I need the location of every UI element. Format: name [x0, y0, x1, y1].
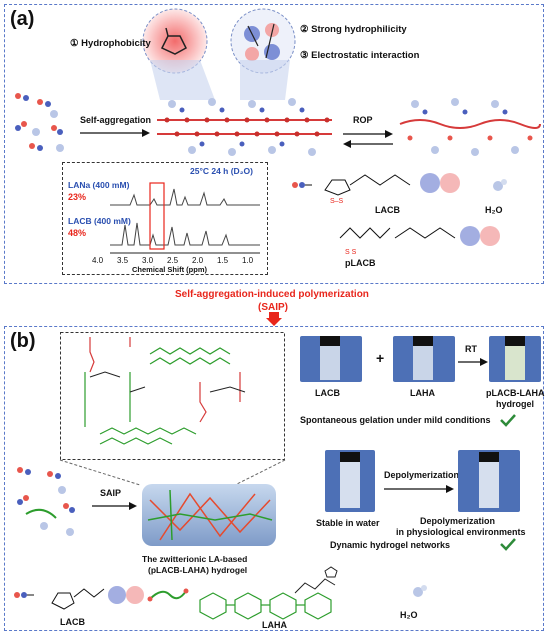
photo-label-product-2: hydrogel — [496, 399, 535, 409]
saip-title: Self-aggregation-induced polymerization — [175, 289, 369, 300]
lana-label: LANa (400 mM) — [68, 180, 130, 190]
depol-desc-1: Depolymerization — [420, 516, 496, 526]
photo-label-lacb: LACB — [315, 388, 340, 398]
saip-arrow — [92, 502, 137, 510]
photo-label-laha: LAHA — [410, 388, 435, 398]
legend-lacb-label: LACB — [375, 205, 400, 215]
monomer-cluster-b — [17, 467, 75, 536]
stable-text: Stable in water — [316, 518, 380, 528]
lacb-nmr-label: LACB (400 mM) — [68, 216, 131, 226]
lacb-structure: S–S — [292, 173, 460, 205]
rt-label: RT — [465, 344, 477, 354]
laha-structure — [199, 566, 338, 620]
mechanism-1: ① Hydrophobicity — [70, 38, 151, 49]
hydrogel-caption-2: (pLACB-LAHA) hydrogel — [148, 565, 248, 575]
nmr-tick-3: 2.5 — [167, 256, 179, 265]
lacb-percent: 48% — [68, 228, 87, 238]
panel-a — [4, 4, 544, 284]
hydrophilic-bubble — [230, 8, 296, 74]
bottom-h2o-label: H₂O — [400, 610, 418, 620]
bottom-lacb-label: LACB — [60, 617, 85, 627]
network-structure-inset — [60, 332, 285, 460]
saip-arrow-label: SAIP — [100, 488, 122, 498]
vial-hydrogel — [505, 336, 525, 380]
bottom-laha-label: LAHA — [262, 620, 287, 630]
nmr-condition: 25°C 24 h (D₂O) — [190, 166, 253, 176]
monomer-cluster-a — [15, 93, 64, 152]
dynamic-text: Dynamic hydrogel networks — [330, 540, 451, 550]
polymer-chain — [399, 98, 541, 156]
vial-laha — [413, 336, 433, 380]
legend-h2o-label: H₂O — [485, 205, 503, 215]
mechanism-2: ② Strong hydrophilicity — [300, 24, 407, 35]
vial-lacb — [320, 336, 340, 380]
self-aggregation-label: Self-aggregation — [80, 115, 152, 125]
self-aggregation-arrow — [80, 129, 150, 137]
rt-arrow — [458, 358, 488, 366]
plus-sign: + — [376, 350, 385, 366]
panel-a-label: (a) — [10, 8, 35, 30]
zoom-cone-left — [150, 60, 290, 100]
hydrophobic-bubble — [142, 8, 208, 74]
nmr-xlabel: Chemical Shift (ppm) — [132, 265, 208, 274]
photo-label-product-1: pLACB-LAHA — [486, 388, 545, 398]
laha-chain-icon — [147, 588, 189, 602]
panel-b-label: (b) — [10, 330, 36, 352]
bottom-lacb-structure — [14, 586, 144, 610]
nmr-tick-4: 2.0 — [192, 256, 204, 265]
check-icon-1 — [500, 414, 516, 427]
legend-placb-label: pLACB — [345, 258, 376, 268]
nmr-tick-1: 3.5 — [117, 256, 129, 265]
nmr-tick-0: 4.0 — [92, 256, 104, 265]
saip-down-arrow — [266, 312, 282, 326]
depol-desc-2: in physiological environments — [396, 527, 526, 537]
vial-depolymerized — [479, 452, 499, 508]
hydrogel-block — [142, 484, 276, 546]
mechanism-3: ③ Electrostatic interaction — [300, 50, 420, 61]
hydrogel-caption-1: The zwitterionic LA-based — [142, 554, 248, 564]
rop-label: ROP — [353, 115, 373, 125]
check-icon-2 — [500, 538, 516, 551]
gelation-text: Spontaneous gelation under mild conditio… — [300, 415, 491, 425]
svg-text:S–S: S–S — [330, 198, 344, 205]
depolymerization-arrow — [384, 485, 454, 493]
nmr-tick-5: 1.5 — [217, 256, 229, 265]
aggregate-bilayer — [157, 98, 332, 156]
saip-abbrev: (SAIP) — [258, 302, 288, 313]
nmr-spectra — [110, 182, 260, 254]
panel-b — [4, 326, 544, 631]
water-icon-a — [493, 179, 507, 191]
nmr-tick-6: 1.0 — [242, 256, 254, 265]
placb-structure: S S — [339, 226, 500, 256]
depolymerization-arrow-label: Depolymerization — [384, 470, 460, 480]
nmr-tick-2: 3.0 — [142, 256, 154, 265]
svg-text:S S: S S — [345, 249, 357, 256]
nmr-inset — [62, 162, 268, 275]
lana-percent: 23% — [68, 192, 87, 202]
vial-stable — [340, 452, 360, 508]
water-icon-b — [413, 585, 427, 597]
rop-equilibrium-arrow — [343, 130, 393, 148]
